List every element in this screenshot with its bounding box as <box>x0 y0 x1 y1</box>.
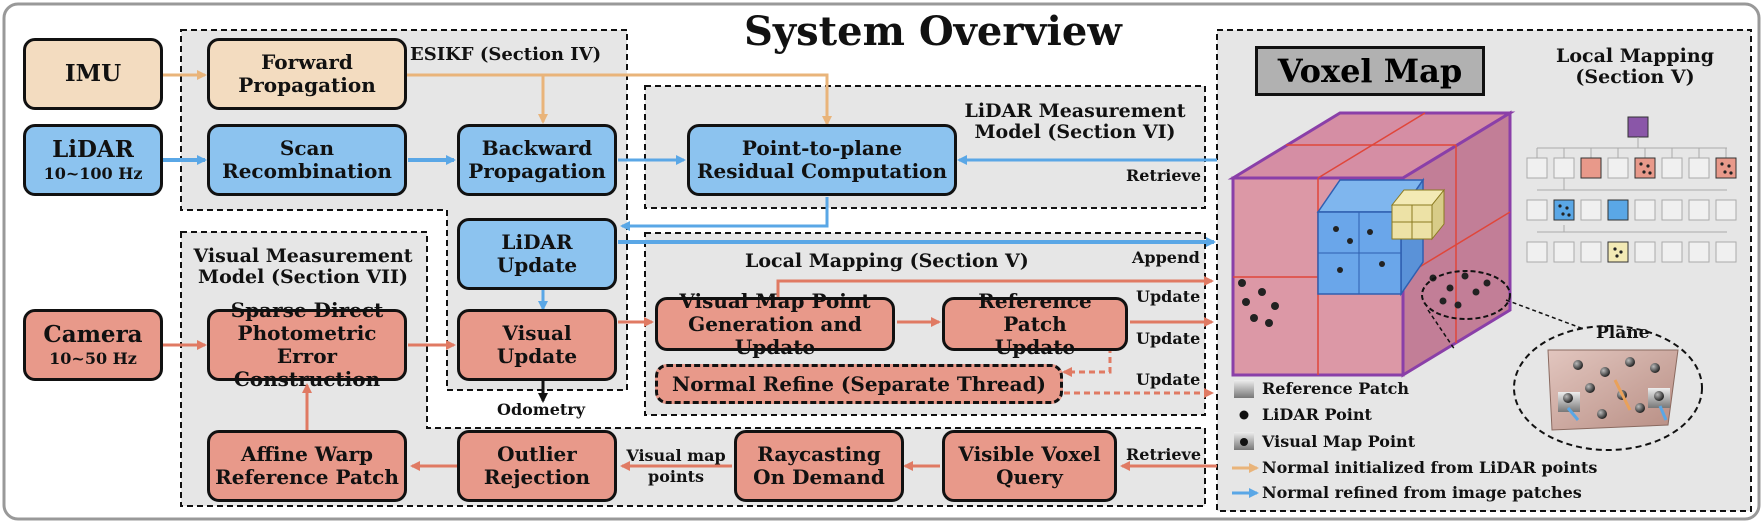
plane-orange-normal <box>1613 379 1632 411</box>
forward-propagation-node: Forward Propagation <box>207 38 407 110</box>
append-label: Append <box>1132 248 1200 267</box>
legend-icons <box>1232 380 1259 498</box>
plane-zoom-view <box>1513 325 1703 451</box>
lidar-label: LiDAR <box>52 136 134 163</box>
lidar-update-node: LiDAR Update <box>457 218 617 290</box>
odometry-label: Odometry <box>497 400 586 419</box>
visual-map-points-label: Visual map points <box>626 446 726 486</box>
reference-patch-update-node: Reference Patch Update <box>942 289 1128 358</box>
lidar-measurement-section-label: LiDAR Measurement Model (Section VI) <box>964 100 1186 143</box>
local-mapping-right-label: Local Mapping (Section V) <box>1556 45 1714 88</box>
retrieve-bottom-label: Retrieve <box>1126 445 1202 464</box>
legend-lidar-point: LiDAR Point <box>1262 405 1372 424</box>
legend-visual-map-point: Visual Map Point <box>1262 432 1416 451</box>
update-label-2: Update <box>1136 329 1201 348</box>
voxel-cube <box>1227 110 1516 378</box>
residual-to-lidar-update-arrow <box>620 197 829 231</box>
raycasting-node: Raycasting On Demand <box>734 430 904 502</box>
visual-map-point-node: Visual Map Point Generation and Update <box>655 289 895 358</box>
visual-measurement-section-label: Visual Measurement Model (Section VII) <box>193 245 413 288</box>
outlier-rejection-node: Outlier Rejection <box>457 430 617 502</box>
camera-rate: 10~50 Hz <box>49 349 137 368</box>
backward-propagation-node: Backward Propagation <box>457 124 617 196</box>
affine-warp-node: Affine Warp Reference Patch <box>207 430 407 502</box>
cube-lidar-points <box>1238 226 1491 327</box>
plane-label: Plane <box>1596 323 1650 343</box>
plane-highlight-ellipse <box>1421 270 1511 320</box>
esikf-section-label: ESIKF (Section IV) <box>410 44 602 65</box>
diagram-title: System Overview <box>744 8 1122 55</box>
plane-blue-normal <box>1658 405 1668 421</box>
octree-diagram <box>1526 116 1737 263</box>
retrieve-top-label: Retrieve <box>1126 166 1202 185</box>
sparse-direct-node: Sparse Direct Photometric Error Construc… <box>207 299 407 391</box>
normal-refine-node: Normal Refine (Separate Thread) <box>655 364 1063 404</box>
point-to-plane-node: Point-to-plane Residual Computation <box>687 124 957 196</box>
local-mapping-inner-label: Local Mapping (Section V) <box>745 250 1029 272</box>
reference-patch-to-normal-refine-arrow <box>1062 347 1112 377</box>
legend-reference-patch: Reference Patch <box>1262 379 1410 398</box>
legend-orange-normal: Normal initialized from LiDAR points <box>1262 458 1598 477</box>
plane-blue-normal <box>1566 407 1580 421</box>
forward-to-residual-arrow <box>543 73 832 126</box>
yellow-subvoxel <box>1390 188 1446 241</box>
update-1-arrow <box>776 276 1214 297</box>
esikf-panel <box>180 29 628 391</box>
zoom-line-left <box>1427 309 1456 351</box>
visual-update-node: Visual Update <box>457 309 617 381</box>
reference-patch-icon <box>1234 380 1254 398</box>
legend-blue-normal: Normal refined from image patches <box>1262 483 1582 502</box>
imu-sensor: IMU <box>23 38 163 110</box>
tree-root-node <box>1627 116 1649 138</box>
visible-voxel-query-node: Visible Voxel Query <box>942 430 1117 502</box>
lidar-rate: 10~100 Hz <box>43 164 143 183</box>
plane-points <box>1563 357 1664 419</box>
camera-sensor: Camera 10~50 Hz <box>23 309 163 381</box>
lidar-point-icon <box>1239 410 1249 420</box>
update-label-3: Update <box>1136 370 1201 389</box>
update-label-1: Update <box>1136 287 1201 306</box>
lidar-sensor: LiDAR 10~100 Hz <box>23 124 163 196</box>
imu-label: IMU <box>64 60 122 87</box>
scan-recombination-node: Scan Recombination <box>207 124 407 196</box>
voxel-map-title: Voxel Map <box>1255 46 1485 96</box>
camera-label: Camera <box>43 321 143 348</box>
